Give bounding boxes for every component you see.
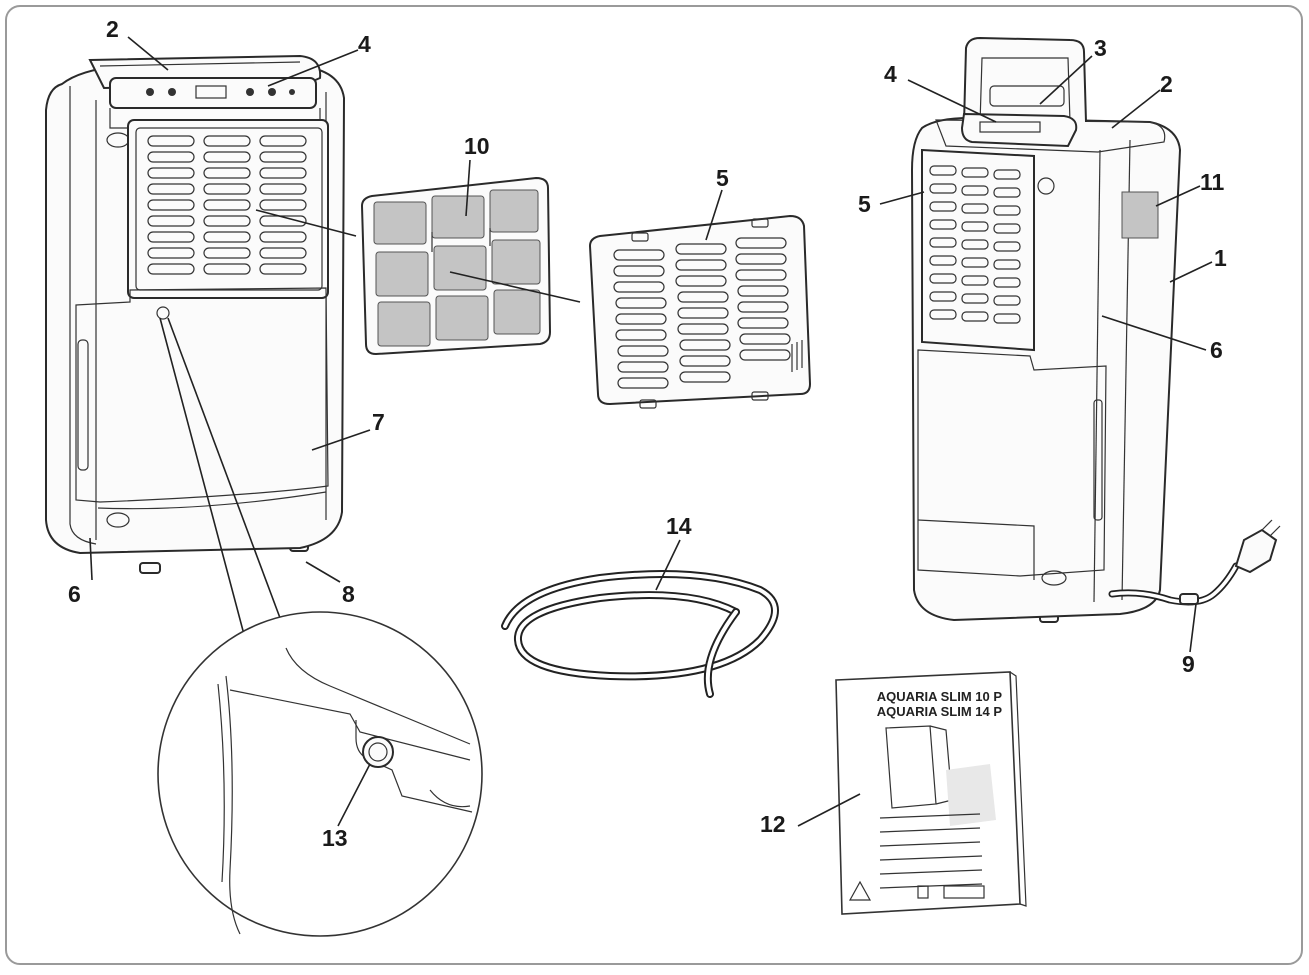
carbon-filter xyxy=(360,176,552,356)
zoom-line-left xyxy=(159,317,247,643)
leader-lines xyxy=(89,36,1213,827)
callout-2-right: 2 xyxy=(1160,71,1173,97)
callout-10: 10 xyxy=(464,133,490,159)
callout-4-right: 4 xyxy=(884,61,897,87)
callout-8: 8 xyxy=(342,581,355,607)
callout-7: 7 xyxy=(372,409,385,435)
callout-numbers: 2 4 10 5 7 6 8 13 14 3 4 2 5 11 1 6 9 12 xyxy=(68,16,1227,851)
callout-5-right: 5 xyxy=(858,191,871,217)
drain-hose xyxy=(501,570,779,698)
callout-11: 11 xyxy=(1200,169,1225,195)
callout-13: 13 xyxy=(322,825,348,851)
manual-title-line1: AQUARIA SLIM 10 P xyxy=(877,689,1003,704)
dehumidifier-rear-view xyxy=(910,36,1281,623)
callout-1: 1 xyxy=(1214,245,1227,271)
drain-detail-circle xyxy=(157,611,483,937)
manual-title-line2: AQUARIA SLIM 14 P xyxy=(877,704,1003,719)
dehumidifier-front-view xyxy=(45,54,346,574)
callout-6-right: 6 xyxy=(1210,337,1223,363)
air-filter-grille xyxy=(588,214,812,409)
assembly-line-filter xyxy=(255,209,357,237)
zoom-line-right xyxy=(167,317,287,635)
callout-5-filter: 5 xyxy=(716,165,729,191)
callout-6-left: 6 xyxy=(68,581,81,607)
callout-12: 12 xyxy=(760,811,786,837)
callout-3: 3 xyxy=(1094,35,1107,61)
user-manual: AQUARIA SLIM 10 P AQUARIA SLIM 14 P xyxy=(835,671,1027,915)
assembly-line-grille xyxy=(449,271,581,303)
callout-9: 9 xyxy=(1182,651,1195,677)
callout-2-left: 2 xyxy=(106,16,119,42)
callout-4-left: 4 xyxy=(358,31,371,57)
callout-14: 14 xyxy=(666,513,692,539)
